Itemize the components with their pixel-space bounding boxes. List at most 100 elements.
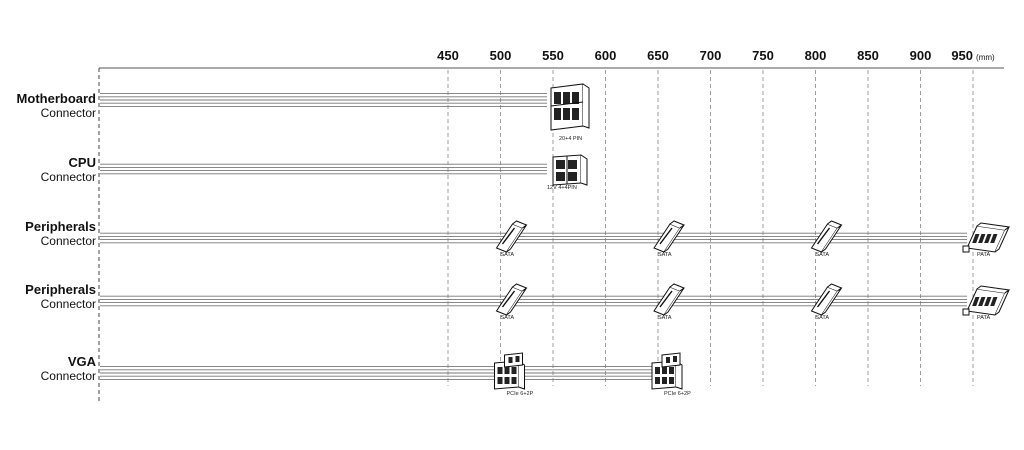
sata-side [663,287,685,316]
tick-label: 600 [594,48,617,63]
pata-pin [972,234,980,243]
row-label-peripherals-2: Peripherals Connector [0,282,96,312]
row-label-motherboard: Motherboard Connector [0,91,96,121]
scale-unit: (mm) [976,53,995,62]
eps-side [580,154,588,186]
atx-split [550,101,584,107]
scale-tick-950: 950(mm) [951,48,994,63]
tick-label: 850 [857,48,879,63]
pcie-pin [508,357,513,363]
atx-pin [572,92,579,104]
atx-pin [554,108,561,120]
scale-tick-550: 550 [542,48,564,63]
connector-label: 20+4 PIN [559,136,583,142]
row-subtitle: Connector [40,369,96,383]
pata-connector-icon [962,285,1011,316]
sata-slot [501,227,516,245]
cable-wires [100,93,967,380]
tick-label: 500 [489,48,512,63]
row-label-cpu: CPU Connector [0,155,96,185]
atx-pin [554,92,561,104]
pcie-pin [669,377,674,384]
tick-label: 900 [909,48,932,63]
pcie-pin [497,377,503,384]
pata-side [994,226,1010,253]
pcie-pin [673,356,677,362]
scale-tick-900: 900 [910,48,932,63]
eps-pin [568,172,577,181]
connector-label: PATA [977,252,991,258]
row-subtitle: Connector [40,297,96,311]
tick-label: 950 [951,48,974,63]
pata-pin [978,297,986,306]
pata-connector-icon [962,222,1011,253]
pcie-pin [511,377,517,384]
sata-connector-icon [653,283,686,316]
pcie-pin [511,367,517,374]
pcie-pin [662,367,667,374]
sata-side [821,287,842,316]
pcie-2pin [661,352,681,368]
pcie-connector-icon [651,352,683,390]
row-subtitle: Connector [40,170,96,184]
row-subtitle: Connector [40,106,96,120]
atx-body [550,83,584,131]
connector-label: 12V 4+4PIN [547,185,577,191]
atx-pin [563,92,570,104]
connector-label: SATA [500,315,515,321]
pcie-pin [497,367,503,374]
connector-label: PCIe 6+2P [664,391,691,397]
pata-side [994,289,1010,316]
connector-label: SATA [658,252,672,258]
connector-label: SATA [815,252,830,258]
eps-pin [568,160,577,169]
sata-side [821,224,842,253]
tick-label: 750 [752,48,774,63]
row-title: Motherboard [16,91,96,106]
scale-tick-750: 750 [752,48,774,63]
scale-tick-500: 500 [490,48,512,63]
sata-slot [501,290,516,308]
pata-pin [990,297,998,306]
row-title: Peripherals [25,219,96,234]
row-label-peripherals-1: Peripherals Connector [0,219,96,249]
scale-tick-850: 850 [857,48,879,63]
sata-side [506,224,527,253]
tick-label: 650 [647,48,669,63]
pata-clip [962,308,970,316]
pcie-pin [655,377,660,384]
connector-label: PCIe 6+2P [506,391,534,397]
row-title: VGA [67,354,96,369]
eps-connector-icon [552,154,588,186]
tick-label: 700 [699,48,722,63]
row-label-vga: VGA Connector [0,354,96,384]
pcie-pin [504,367,510,374]
sata-slot [659,290,673,308]
sata-connector-icon [810,283,843,316]
atx-side [582,83,590,129]
pata-pin [990,234,998,243]
scale-tick-600: 600 [595,48,617,63]
sata-side [506,287,527,316]
pcie-connector-icon [494,352,525,390]
scale-tick-800: 800 [805,48,827,63]
pcie-pin [662,377,667,384]
connector-label: PATA [977,315,991,321]
eps-pin [556,172,565,181]
scale-tick-650: 650 [647,48,669,63]
sata-connector-icon [810,220,843,253]
pcie-2pin [504,352,523,368]
tick-label: 450 [437,48,459,63]
sata-connector-icon [495,220,528,253]
sata-connector-icon [653,220,686,253]
connector-label: SATA [500,252,515,258]
atx-pin [563,108,570,120]
pcie-pin [666,357,670,363]
tick-label: 800 [804,48,827,63]
sata-slot [659,227,673,245]
pcie-pin [515,356,520,362]
connector-label: SATA [658,315,672,321]
pata-pin [984,297,992,306]
